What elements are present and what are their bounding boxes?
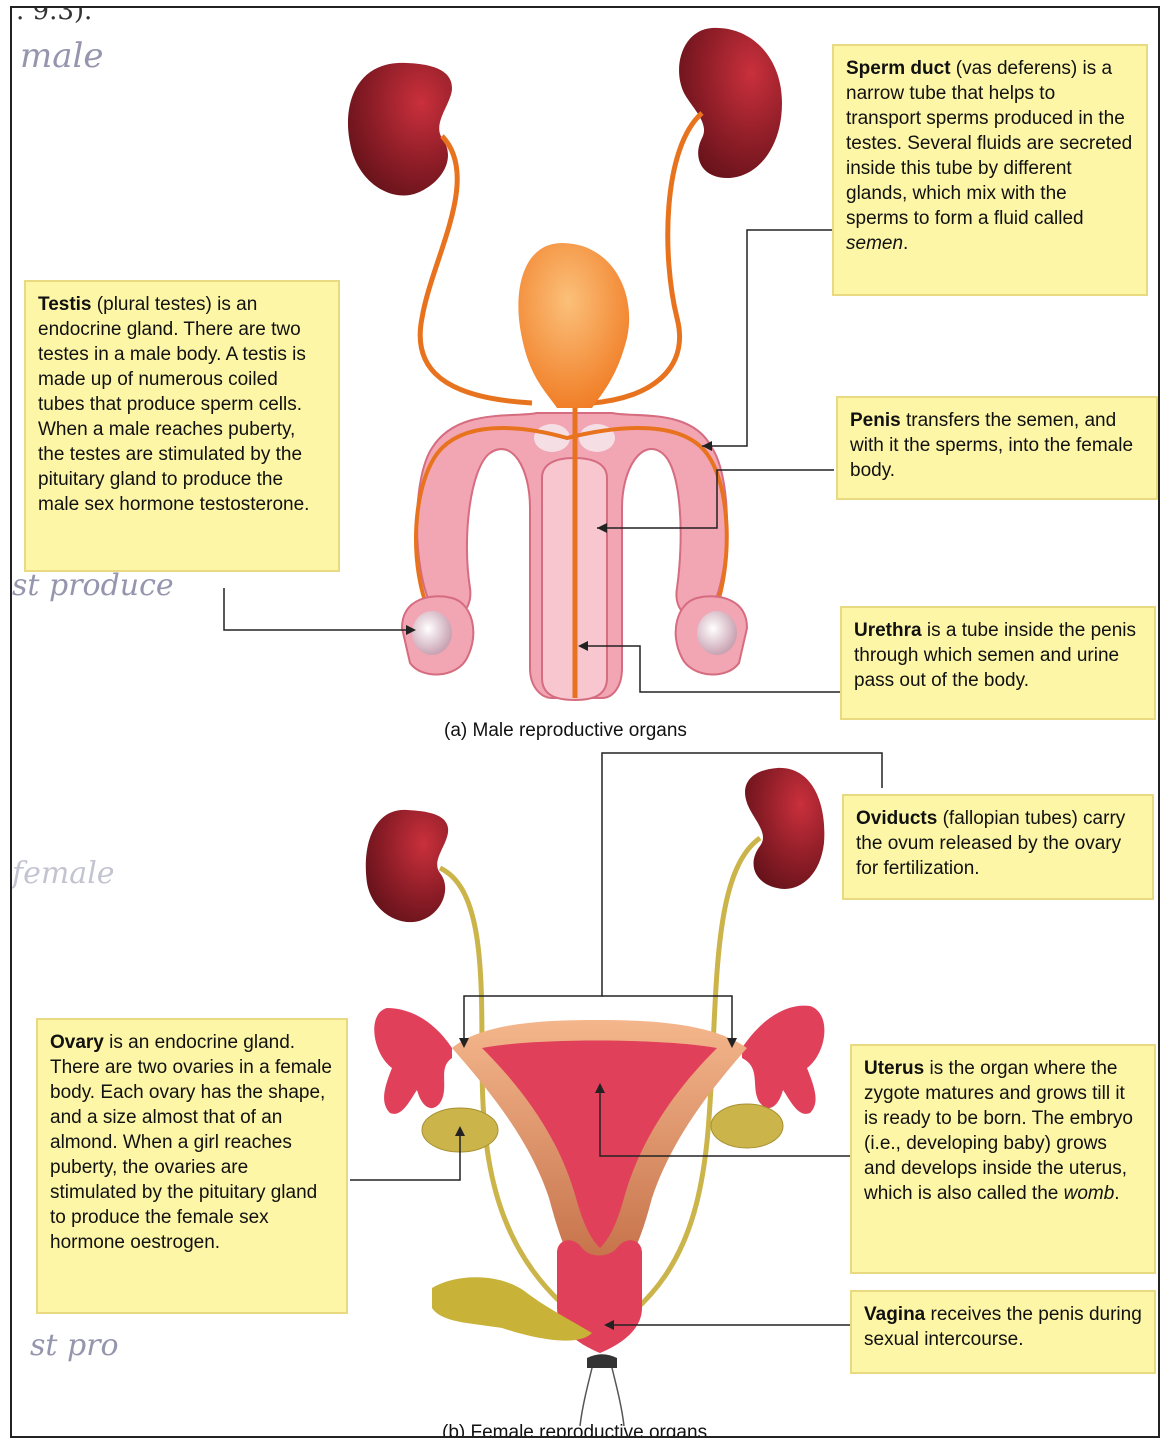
pointer-testis [224,588,412,630]
label-sperm-duct: Sperm duct (vas deferens) is a narrow tu… [832,44,1148,296]
term-vagina: Vagina [864,1304,925,1325]
pointer-sperm-duct [702,230,832,446]
label-vagina: Vagina receives the penis during sexual … [850,1290,1156,1374]
handwriting-st-pro: st pro [30,1328,119,1363]
female-diagram [350,753,882,1426]
male-right-testis [697,611,737,655]
term-ovary: Ovary [50,1032,104,1053]
term-penis: Penis [850,410,901,431]
label-uterus: Uterus is the organ where the zygote mat… [850,1044,1156,1274]
female-opening [587,1354,617,1368]
term-uterus: Uterus [864,1058,924,1079]
male-bladder [518,243,629,408]
female-left-oviduct [374,1008,452,1114]
pointer-oviducts [464,753,882,1046]
term-urethra: Urethra [854,620,922,641]
textbook-page: . 9.3). [10,6,1160,1438]
female-right-ovary [711,1104,783,1148]
term-sperm-duct: Sperm duct [846,58,951,79]
label-penis: Penis transfers the semen, and with it t… [836,396,1158,500]
label-ovary: Ovary is an endocrine gland. There are t… [36,1018,348,1314]
handwriting-produce: st produce [12,568,174,603]
handwriting-female: female [12,856,115,891]
female-left-kidney [366,810,448,922]
caption-male: (a) Male reproductive organs [444,720,687,742]
label-urethra: Urethra is a tube inside the penis throu… [840,606,1156,720]
term-oviducts: Oviducts [856,808,937,829]
term-testis: Testis [38,294,92,315]
female-right-oviduct [742,1006,824,1114]
male-left-kidney [348,63,452,196]
handwriting-male: male [20,36,104,76]
male-right-kidney [679,28,782,178]
female-right-kidney [745,768,824,889]
caption-female: (b) Female reproductive organs [442,1422,707,1438]
label-testis: Testis (plural testes) is an endocrine g… [24,280,340,572]
label-oviducts: Oviducts (fallopian tubes) carry the ovu… [842,794,1154,900]
male-left-testis [412,611,452,655]
